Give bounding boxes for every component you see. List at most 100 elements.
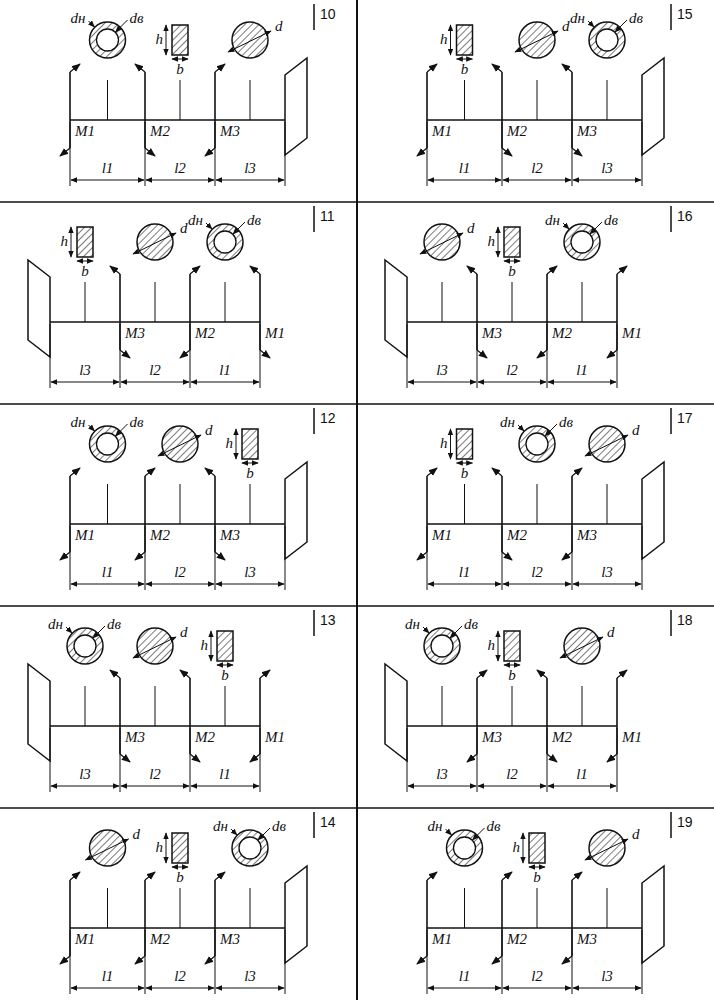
leader-line [423, 627, 429, 633]
center-line [607, 80, 608, 120]
torque-arrow [502, 148, 512, 156]
leader-line [518, 425, 524, 431]
center-line [250, 484, 251, 524]
dimension-line [71, 584, 144, 585]
torque-arrow [190, 754, 200, 762]
torque-arrow [547, 266, 557, 274]
dimension-label: dв [130, 10, 144, 27]
leader-line [515, 31, 558, 52]
fixed-wall [285, 866, 307, 963]
torque-arrow [562, 64, 572, 72]
dimension-label: M3 [577, 123, 597, 140]
fixed-wall [28, 664, 50, 761]
dimension-label: dв [272, 818, 286, 835]
dimension-line [504, 261, 520, 262]
torque-arrow [492, 468, 502, 476]
dimension-label: d [467, 220, 475, 237]
dimension-line [408, 382, 476, 383]
dimension-label: l2 [531, 160, 543, 177]
torque-arrow [120, 350, 130, 358]
dimension-label: M3 [125, 729, 145, 746]
dimension-label: h [488, 233, 496, 250]
dimension-label: dв [464, 616, 478, 633]
dimension-label: l2 [149, 766, 161, 783]
dimension-label: dн [188, 212, 203, 229]
dimension-label: l1 [219, 766, 231, 783]
dimension-label: M1 [75, 123, 95, 140]
tube-bore [239, 837, 261, 859]
rectangular-section [77, 227, 93, 257]
dimension-label: d [632, 826, 640, 843]
tube-bore [431, 635, 453, 657]
extension-line [285, 930, 286, 994]
torque-arrow [215, 552, 225, 560]
dimension-line [216, 180, 284, 181]
fixed-wall [285, 462, 307, 559]
dimension-label: M3 [577, 931, 597, 948]
dimension-line [498, 631, 499, 661]
tube-bore [214, 231, 236, 253]
torque-arrow [135, 552, 145, 560]
dimension-line [573, 180, 641, 181]
torque-arrow [120, 754, 130, 762]
dimension-line [503, 584, 571, 585]
rectangular-section [242, 429, 258, 459]
leader-line [563, 223, 569, 229]
center-line [537, 888, 538, 928]
center-line [107, 80, 108, 120]
dimension-label: dн [500, 414, 515, 431]
dimension-label: M2 [507, 931, 527, 948]
dimension-line [71, 988, 144, 989]
leader-line [133, 233, 176, 254]
dimension-label: M3 [482, 325, 502, 342]
dimension-label: M2 [507, 527, 527, 544]
dimension-label: dн [48, 616, 63, 633]
torque-plane [69, 476, 71, 552]
center-line [85, 686, 86, 726]
number-bracket [313, 408, 315, 434]
solid-section [519, 22, 555, 58]
torque-arrow [60, 956, 70, 964]
dimension-line [217, 665, 233, 666]
dimension-label: d [562, 18, 570, 35]
center-line [180, 484, 181, 524]
solid-section [137, 224, 173, 260]
torque-plane [501, 880, 503, 956]
torque-arrow [547, 754, 557, 762]
dimension-label: dв [604, 212, 618, 229]
center-line [537, 80, 538, 120]
dimension-label: l3 [244, 564, 256, 581]
torque-arrow [572, 872, 582, 880]
dimension-line [573, 988, 641, 989]
dimension-label: M2 [195, 325, 215, 342]
dimension-label: h [440, 31, 448, 48]
center-line [85, 282, 86, 322]
torque-arrow [70, 64, 80, 72]
tube-bore [74, 635, 96, 657]
torque-arrow [215, 64, 225, 72]
dimension-label: d [205, 422, 213, 439]
leader-line [545, 424, 557, 436]
leader-line [420, 233, 463, 254]
dimension-label: l2 [149, 362, 161, 379]
torque-arrow [145, 148, 155, 156]
leader-line [158, 435, 201, 456]
torque-arrow [145, 872, 155, 880]
number-bracket [313, 812, 315, 838]
torque-arrow [427, 872, 437, 880]
leader-line [560, 637, 603, 658]
dimension-label: l1 [576, 362, 588, 379]
dimension-line [428, 988, 501, 989]
center-line [107, 888, 108, 928]
dimension-line [573, 584, 641, 585]
dimension-label: b [176, 61, 184, 78]
torque-arrow [135, 956, 145, 964]
dimension-label: dн [71, 414, 86, 431]
dimension-label: dн [570, 10, 585, 27]
dimension-label: M1 [265, 325, 285, 342]
dimension-label: M1 [75, 527, 95, 544]
dimension-line [191, 382, 259, 383]
column-divider [356, 0, 358, 1000]
dimension-line [146, 180, 214, 181]
